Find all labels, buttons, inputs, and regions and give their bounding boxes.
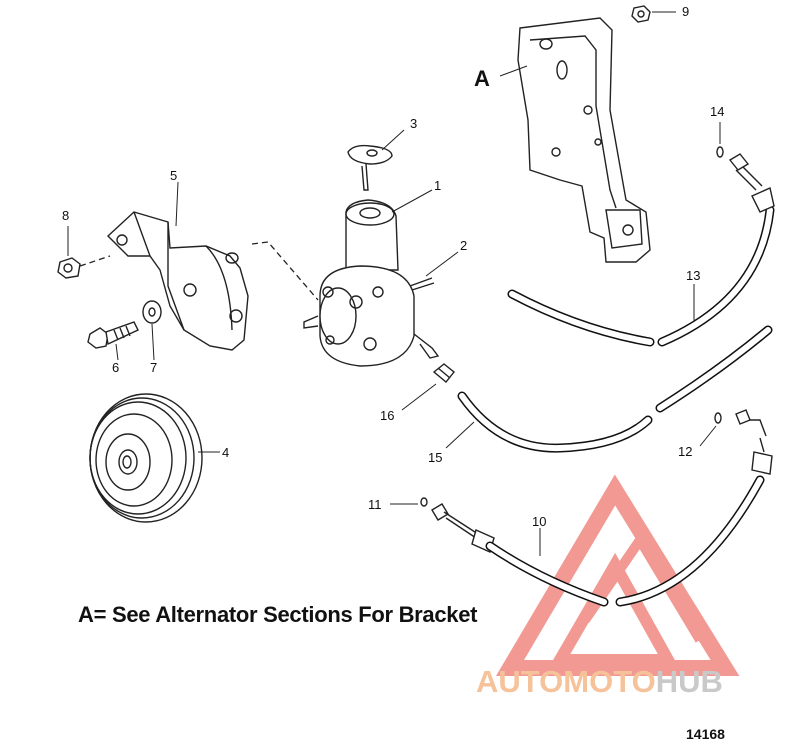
- callout-14: 14: [710, 104, 724, 119]
- bolt-6: [87, 321, 139, 361]
- reservoir-cap: [347, 129, 405, 191]
- callout-10: 10: [532, 514, 546, 529]
- power-steering-pump: [251, 199, 440, 367]
- callout-15: 15: [428, 450, 442, 465]
- o-ring-11: [390, 497, 428, 507]
- leader-2: [425, 251, 459, 277]
- callout-4: 4: [222, 445, 229, 460]
- leader-1: [391, 189, 433, 213]
- watermark-text-part1: AUTOMOTO: [476, 664, 656, 699]
- o-ring-14: [716, 122, 724, 158]
- fitting-16: [401, 363, 455, 411]
- callout-9: 9: [682, 4, 689, 19]
- pulley-4: [89, 393, 220, 523]
- callout-6: 6: [112, 360, 119, 375]
- callout-7: 7: [150, 360, 157, 375]
- bracket-note: A= See Alternator Sections For Bracket: [78, 602, 478, 627]
- hose-13: [507, 153, 775, 347]
- callout-2: 2: [460, 238, 467, 253]
- washer-7: [142, 300, 162, 361]
- callout-16: 16: [380, 408, 394, 423]
- figure-number: 14168: [686, 726, 725, 742]
- callout-1: 1: [434, 178, 441, 193]
- alternator-bracket: [499, 17, 651, 263]
- hose-15: [445, 325, 773, 453]
- watermark-text-part2: HUB: [655, 664, 723, 699]
- nut-8: [57, 226, 111, 279]
- callout-3: 3: [410, 116, 417, 131]
- hose-10: [431, 409, 773, 607]
- o-ring-12: [699, 412, 722, 447]
- pump-bracket: [106, 181, 249, 351]
- nut-9: [631, 5, 676, 23]
- callout-11: 11: [368, 497, 382, 512]
- callout-8: 8: [62, 208, 69, 223]
- bracket-a-label: A: [474, 66, 490, 91]
- callout-13: 13: [686, 268, 700, 283]
- watermark-text: AUTOMOTOHUB: [476, 664, 723, 700]
- callout-12: 12: [678, 444, 692, 459]
- callout-5: 5: [170, 168, 177, 183]
